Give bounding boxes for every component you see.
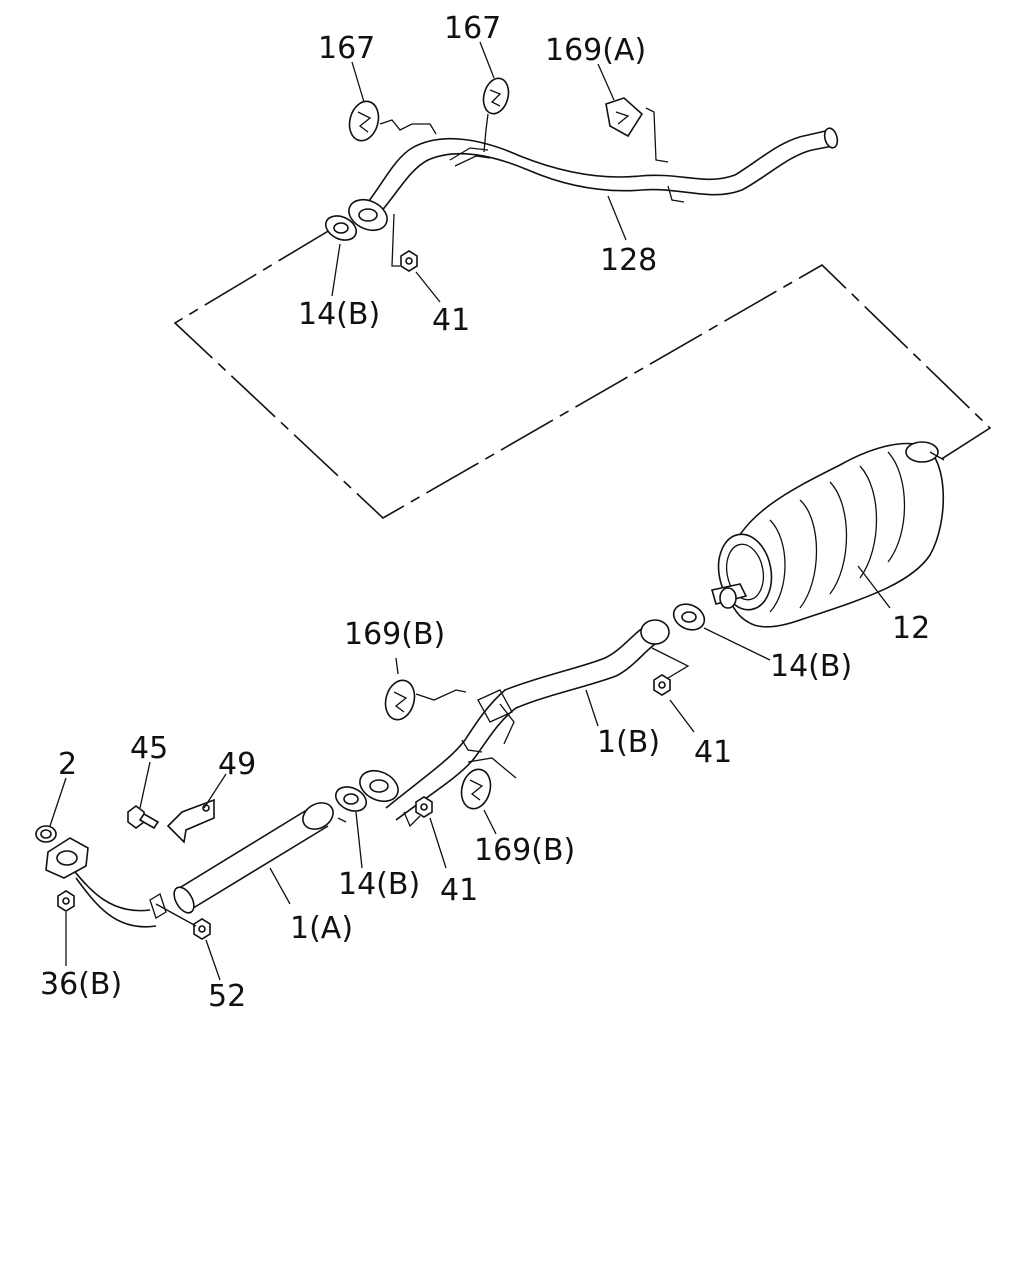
nut-52 [155, 903, 211, 940]
rubber-hanger-169b-left [384, 679, 467, 721]
muffler-12 [710, 441, 945, 628]
flange-gasket-top [324, 198, 388, 241]
nut-36b [57, 890, 75, 912]
callout-41-top: 41 [432, 303, 470, 338]
bracket-49 [166, 798, 215, 844]
nut-41-mid [403, 796, 433, 828]
gasket-ring-2 [35, 825, 57, 843]
nut-41-right [653, 674, 671, 696]
rubber-hanger-167a [348, 100, 437, 142]
callout-167a: 167 [318, 31, 375, 66]
callout-labels: 167 167 169(A) 128 14(B) 41 12 14(B) 41 … [40, 11, 930, 1014]
pipe-1a [69, 802, 347, 928]
callout-2: 2 [58, 747, 77, 782]
tail-pipe-128 [359, 127, 839, 223]
callout-45: 45 [130, 731, 168, 766]
callout-169a: 169(A) [545, 33, 646, 68]
callout-12: 12 [892, 611, 930, 646]
rubber-hanger-169b-right [460, 757, 517, 810]
callout-167b: 167 [444, 11, 501, 46]
callout-49: 49 [218, 747, 256, 782]
callout-14b-muffler: 14(B) [770, 649, 852, 684]
nut-41-top [391, 213, 418, 272]
callout-128: 128 [600, 243, 657, 278]
rubber-hanger-169a [605, 97, 669, 163]
bolt-45 [127, 805, 160, 830]
callout-36b: 36(B) [40, 967, 122, 1002]
callout-41-right: 41 [694, 735, 732, 770]
flange-gasket-mid [334, 769, 399, 812]
callout-52: 52 [208, 979, 246, 1014]
assembly-boundary [173, 229, 992, 519]
rubber-hanger-167b [482, 77, 510, 153]
pipe-1b [385, 619, 690, 821]
callout-14b-top: 14(B) [298, 297, 380, 332]
callout-169b-left: 169(B) [344, 617, 445, 652]
callout-169b-right: 169(B) [474, 833, 575, 868]
callout-14b-mid: 14(B) [338, 867, 420, 902]
leader-lines [49, 41, 891, 981]
gasket-14b-muffler [672, 603, 706, 631]
front-flange [45, 837, 89, 879]
callout-1a: 1(A) [290, 911, 353, 946]
callout-41-mid: 41 [440, 873, 478, 908]
callout-1b: 1(B) [597, 725, 660, 760]
